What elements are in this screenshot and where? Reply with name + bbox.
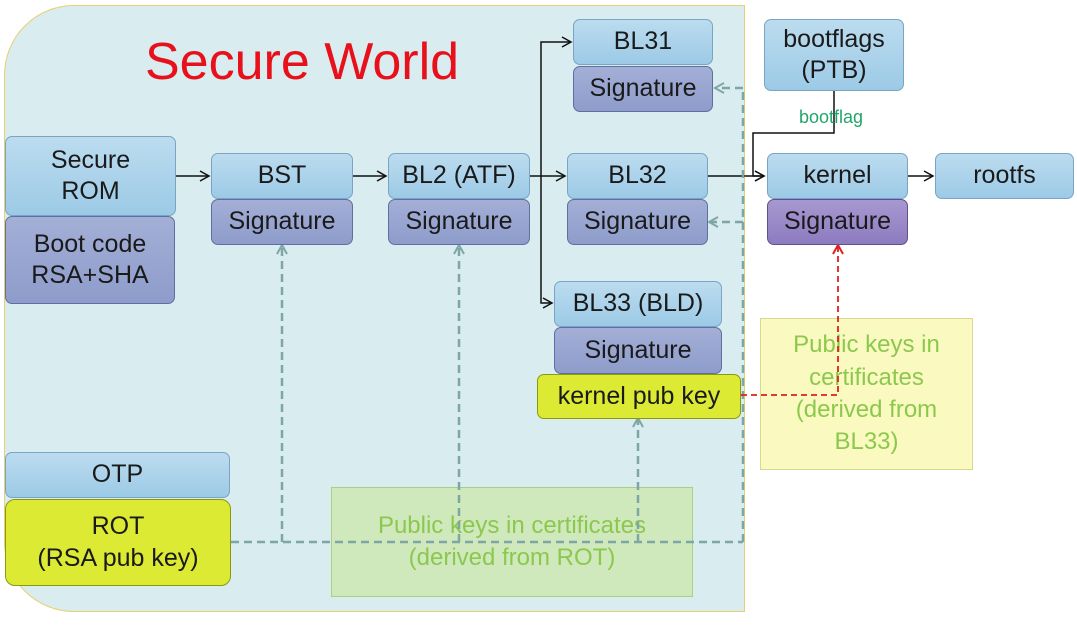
bl2-box: BL2 (ATF) [388, 153, 530, 199]
bl32-signature-label: Signature [583, 207, 692, 236]
kernel-signature-label: Signature [783, 207, 892, 236]
bootflags-label: bootflags (PTB) [783, 24, 885, 84]
bl33-certificates-note: Public keys in certificates (derived fro… [760, 318, 973, 470]
bl32-label: BL32 [608, 161, 667, 190]
rootfs-label: rootfs [973, 161, 1036, 190]
arrow-bootflag-to-kernel [752, 91, 835, 182]
bl33-signature: Signature [554, 327, 722, 374]
bst-signature-label: Signature [228, 207, 336, 236]
bl31-box: BL31 [573, 19, 713, 65]
bl32-signature: Signature [567, 199, 708, 245]
bl31-label: BL31 [613, 27, 673, 56]
rootfs-box: rootfs [935, 153, 1074, 199]
rot-box: ROT (RSA pub key) [5, 499, 231, 586]
bl2-signature: Signature [388, 199, 530, 245]
kernel-label: kernel [803, 161, 872, 190]
bl31-signature-label: Signature [589, 74, 697, 103]
bl2-signature-label: Signature [405, 207, 513, 236]
bl2-label: BL2 (ATF) [402, 161, 516, 190]
bst-box: BST [211, 153, 353, 199]
bl33-certificates-note-text: Public keys in certificates (derived fro… [793, 331, 940, 456]
rot-certificates-note-text: Public keys in certificates (derived fro… [377, 511, 647, 571]
kernel-pub-key-box: kernel pub key [537, 374, 741, 419]
bl32-box: BL32 [567, 153, 708, 199]
kernel-key-arrow [741, 245, 838, 396]
bl33-label: BL33 (BLD) [572, 289, 704, 318]
bl33-box: BL33 (BLD) [554, 281, 722, 327]
bst-signature: Signature [211, 199, 353, 245]
bst-label: BST [257, 161, 307, 190]
arrow-to-bl31 [540, 36, 573, 176]
kernel-box: kernel [767, 153, 908, 199]
arrow-to-bl33 [540, 176, 554, 309]
kernel-pub-key-label: kernel pub key [557, 381, 721, 410]
bootflag-edge-label: bootflag [799, 107, 864, 127]
boot-code-label: Boot code RSA+SHA [31, 229, 149, 289]
secure-rom-label: Secure ROM [50, 145, 131, 205]
secure-rom-box: Secure ROM [5, 136, 176, 216]
kernel-signature: Signature [767, 199, 908, 245]
otp-box: OTP [5, 452, 230, 498]
rot-label: ROT (RSA pub key) [37, 512, 199, 572]
bootflags-box: bootflags (PTB) [764, 19, 904, 91]
diagram-title: Secure World [145, 33, 460, 91]
bl31-signature: Signature [573, 66, 713, 112]
bl33-signature-label: Signature [584, 335, 692, 364]
otp-label: OTP [91, 460, 144, 489]
boot-code-box: Boot code RSA+SHA [5, 216, 175, 304]
